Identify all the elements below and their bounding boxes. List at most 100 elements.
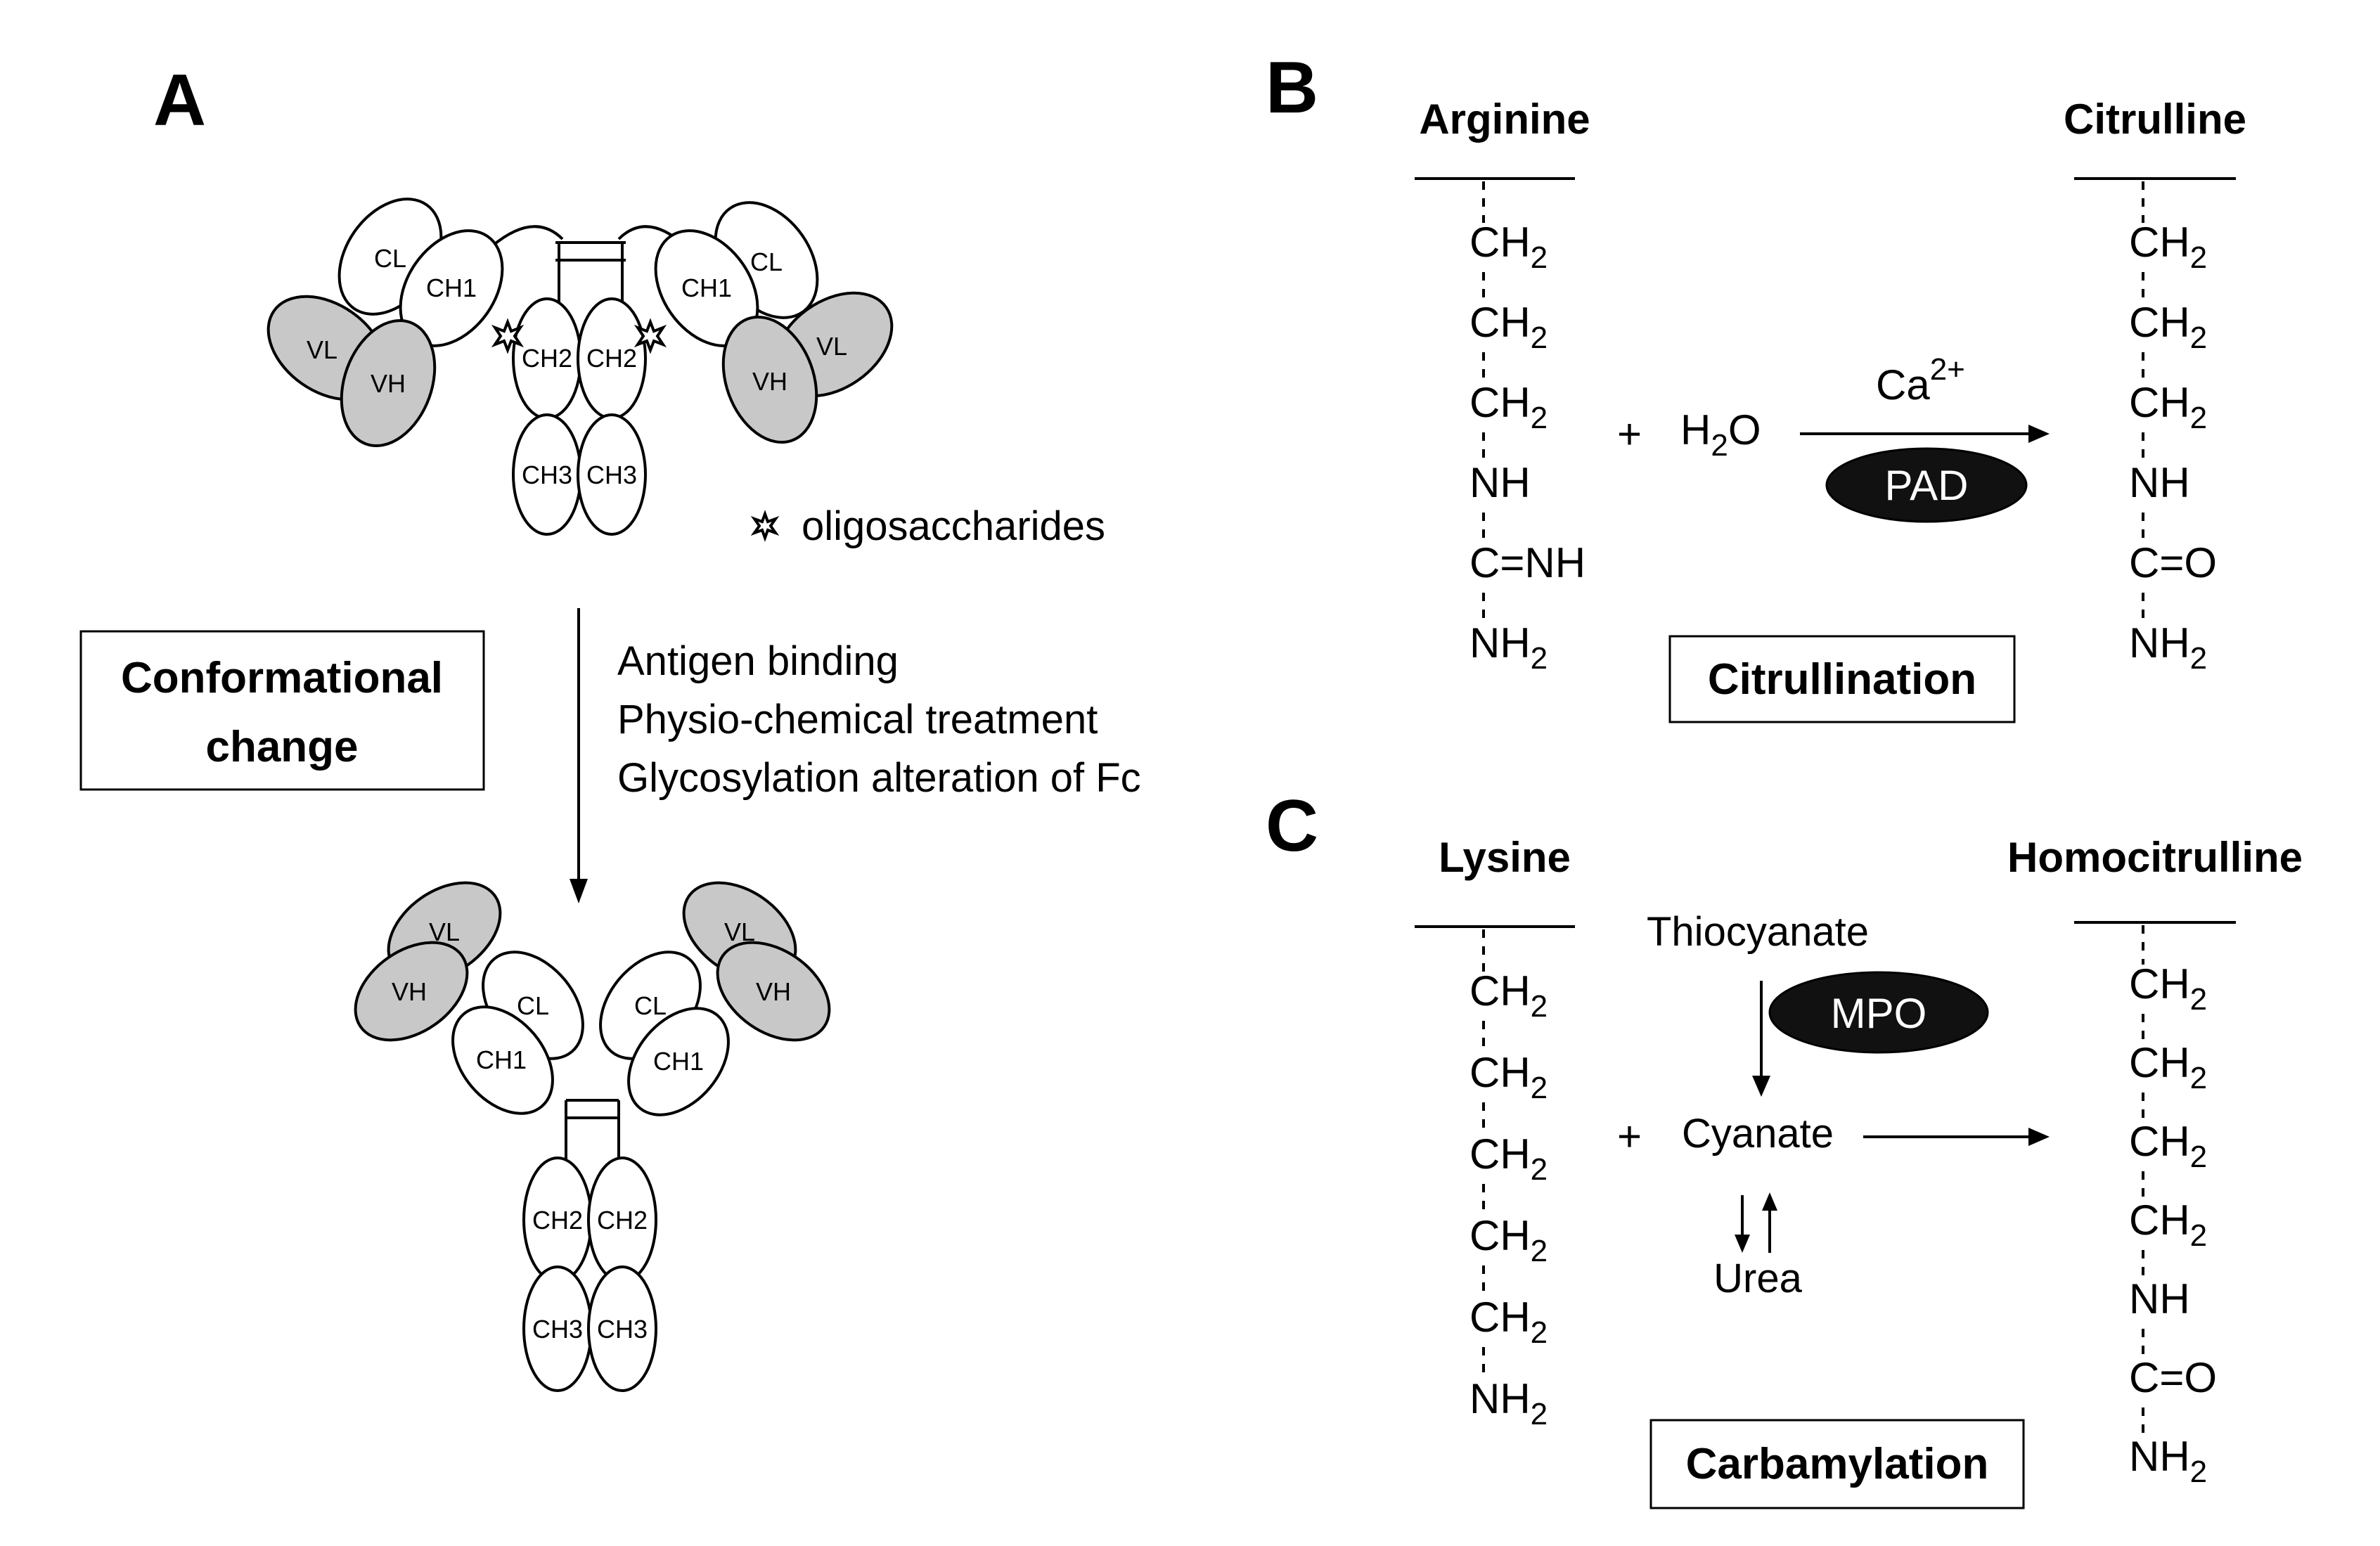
domain-vh-label: VH: [752, 367, 787, 396]
atom-symbol: NH: [2129, 1433, 2190, 1480]
legend-label: oligosaccharides: [802, 503, 1105, 549]
panel-a-letter: A: [153, 60, 206, 141]
domain-cl-label: CL: [750, 247, 783, 276]
atom-symbol: CH: [2129, 1118, 2190, 1165]
oligosaccharide-star-icon: [491, 318, 525, 354]
atom-subscript: 2: [1531, 1152, 1548, 1187]
chain-atom: CH2: [2129, 1039, 2207, 1095]
substrate-name: Arginine: [1419, 96, 1590, 143]
process-box: [1649, 1419, 2025, 1509]
legend: oligosaccharides: [750, 503, 1105, 549]
atom-subscript: 2: [2190, 321, 2207, 355]
domain-cl-label: CL: [517, 991, 549, 1020]
substrate-name: Lysine: [1439, 834, 1571, 881]
atom-subscript: 2: [2190, 641, 2207, 676]
chain-atom: CH2: [2129, 379, 2207, 435]
atom-subscript: 2: [2190, 240, 2207, 275]
atom-subscript: 2: [1531, 240, 1548, 275]
atom-subscript: 2: [1531, 321, 1548, 355]
arrow-head-icon: [2028, 425, 2050, 443]
domain-ch2-label: CH2: [586, 344, 637, 373]
domain-ch3-label: CH3: [522, 460, 572, 489]
domain-vh-label: VH: [371, 369, 406, 398]
domain-ch3-label: CH3: [532, 1315, 583, 1344]
oligosaccharide-star-icon: [633, 318, 667, 354]
atom-symbol: NH: [2129, 1275, 2190, 1322]
domain-ch1: [627, 1007, 730, 1116]
atom-symbol: CH: [2129, 1197, 2190, 1244]
atom-subscript: 2: [2190, 1218, 2207, 1253]
process-label: Carbamylation: [1686, 1440, 1989, 1488]
atom-subscript: 2: [1531, 1234, 1548, 1268]
domain-ch1-label: CH1: [653, 1047, 704, 1076]
panel-c-letter: C: [1266, 785, 1318, 867]
atom-subscript: 2: [1531, 989, 1548, 1024]
atom-symbol: CH: [2129, 960, 2190, 1007]
chain-atom: C=O: [2129, 1354, 2217, 1401]
antibody-y: VL VH CL CH1 VL VH CL CH1 CH2 CH2 CH3 CH…: [354, 881, 831, 1392]
process-label: Citrullination: [1708, 655, 1976, 704]
cause-3: Glycosylation alteration of Fc: [617, 755, 1141, 801]
water-reagent: H2O: [1680, 406, 1761, 463]
antibody-bent: CL CH1 VL VH CL CH1 VL VH CH2 CH2 CH3 CH…: [266, 198, 894, 536]
atom-symbol: CH: [2129, 299, 2190, 346]
arrow-head-icon: [2028, 1128, 2050, 1146]
hinge-left-arm: [491, 225, 564, 247]
chain-atom: NH: [1469, 459, 1531, 506]
chain-atom: CH2: [2129, 299, 2207, 355]
atom-subscript: 2: [1531, 641, 1548, 676]
chain-atom: NH2: [1469, 619, 1548, 676]
domain-ch1-label: CH1: [476, 1045, 527, 1074]
plus-sign: +: [1617, 1113, 1642, 1160]
domain-ch2-label: CH2: [532, 1206, 583, 1235]
cyanate-label: Cyanate: [1682, 1111, 1834, 1157]
domain-ch2-label: CH2: [522, 344, 572, 373]
domain-cl-label: CL: [374, 244, 406, 273]
atom-subscript: 2: [1531, 1315, 1548, 1350]
conformational-change-frame: [79, 630, 485, 791]
chain-atom: CH2: [1469, 299, 1548, 355]
thiocyanate-label: Thiocyanate: [1647, 909, 1869, 955]
domain-cl-label: CL: [634, 991, 667, 1020]
product-name: Citrulline: [2064, 96, 2246, 143]
chain-atom: NH2: [2129, 1433, 2207, 1489]
enzyme-pad: [1825, 447, 2028, 523]
atom-symbol: NH: [1469, 1375, 1531, 1422]
plus-sign: +: [1617, 411, 1642, 458]
chain-atom: NH2: [1469, 1375, 1548, 1431]
domain-vl-label: VL: [816, 332, 847, 361]
atom-symbol: CH: [1469, 379, 1531, 426]
chain-atom: CH2: [1469, 1294, 1548, 1350]
cause-1: Antigen binding: [617, 638, 899, 684]
domain-ch3-label: CH3: [586, 460, 637, 489]
domain-vh: [340, 318, 437, 448]
chain-atom: CH2: [1469, 967, 1548, 1024]
atom-symbol: C=O: [2129, 1354, 2217, 1401]
chain-atom: CH2: [2129, 1197, 2207, 1253]
atom-symbol: CH: [1469, 1212, 1531, 1259]
arrow-head-icon: [570, 879, 588, 903]
atom-subscript: 2: [2190, 1455, 2207, 1489]
atom-symbol: CH: [1469, 1049, 1531, 1096]
atom-subscript: 2: [1531, 401, 1548, 435]
atom-subscript: 2: [2190, 1140, 2207, 1174]
calcium-charge: 2+: [1930, 352, 1965, 387]
domain-ch1-label: CH1: [426, 273, 477, 302]
domain-vh: [721, 315, 818, 444]
domain-ch1: [451, 1005, 554, 1115]
panel-b-letter: B: [1266, 47, 1318, 129]
atom-symbol: C=NH: [1469, 539, 1585, 586]
domain-vh-label: VH: [392, 977, 427, 1006]
oligosaccharide-star-icon: [750, 510, 780, 542]
domain-ch2-label: CH2: [597, 1206, 648, 1235]
atom-symbol: NH: [1469, 459, 1531, 506]
atom-symbol: CH: [1469, 219, 1531, 266]
chain-atom: CH2: [1469, 219, 1548, 275]
product-name: Homocitrulline: [2007, 834, 2303, 881]
water-subscript: 2: [1711, 428, 1728, 463]
atom-symbol: NH: [1469, 619, 1531, 666]
